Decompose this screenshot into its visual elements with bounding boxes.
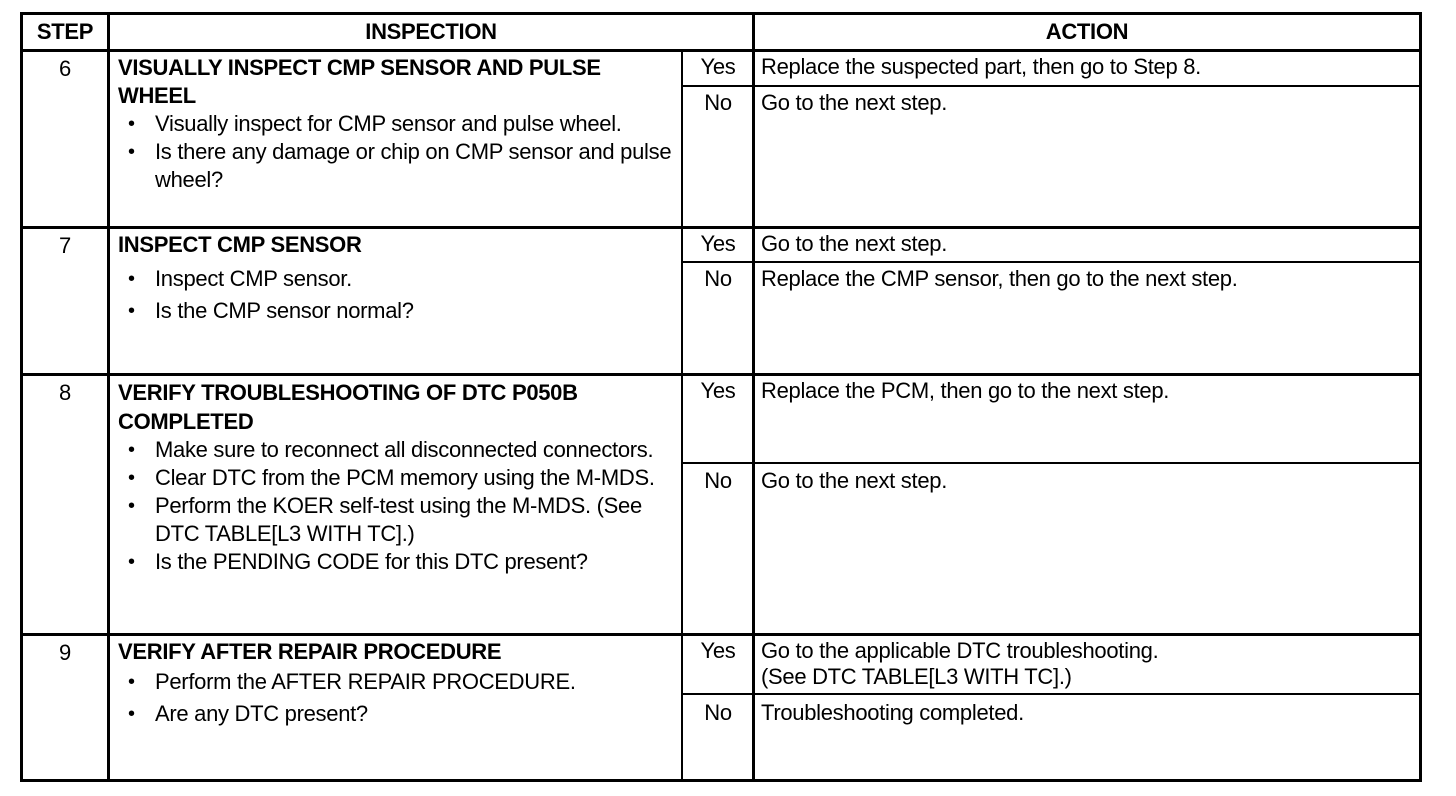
header-step: STEP (36, 19, 94, 44)
step-number: 9 (59, 640, 71, 665)
no-label: No (704, 468, 732, 493)
inspection-cell: VERIFY AFTER REPAIR PROCEDURE Perform th… (118, 638, 683, 730)
no-label: No (704, 266, 732, 291)
inspection-title: INSPECT CMP SENSOR (118, 232, 362, 257)
yes-action: Go to the applicable DTC troubleshooting… (761, 638, 1416, 690)
no-action: Replace the CMP sensor, then go to the n… (761, 266, 1238, 291)
inspection-title: VISUALLY INSPECT CMP SENSOR AND PULSE WH… (118, 55, 601, 108)
yes-action-line: Go to the applicable DTC troubleshooting… (761, 638, 1159, 663)
header-action: ACTION (1045, 19, 1129, 44)
step-row-8: 8 VERIFY TROUBLESHOOTING OF DTC P050B CO… (23, 376, 1419, 633)
inspection-cell: INSPECT CMP SENSOR Inspect CMP sensor. I… (118, 231, 683, 327)
no-label: No (704, 90, 732, 115)
inspection-bullet: Is the PENDING CODE for this DTC present… (118, 548, 668, 576)
yes-action: Replace the suspected part, then go to S… (761, 54, 1201, 79)
divider-yes-no-9 (681, 693, 1419, 695)
inspection-bullet: Visually inspect for CMP sensor and puls… (118, 110, 673, 138)
inspection-bullet: Inspect CMP sensor. (118, 263, 683, 295)
divider-row-9 (23, 633, 1419, 636)
yes-label: Yes (700, 638, 736, 663)
divider-step (107, 15, 110, 779)
divider-yes-no-7 (681, 261, 1419, 263)
yes-label: Yes (700, 231, 736, 256)
inspection-cell: VISUALLY INSPECT CMP SENSOR AND PULSE WH… (118, 54, 673, 194)
divider-yes-no-8 (681, 462, 1419, 464)
no-action: Troubleshooting completed. (761, 700, 1024, 725)
inspection-cell: VERIFY TROUBLESHOOTING OF DTC P050B COMP… (118, 378, 668, 576)
inspection-bullet: Clear DTC from the PCM memory using the … (118, 464, 668, 492)
yes-action: Replace the PCM, then go to the next ste… (761, 378, 1170, 403)
step-row-6: 6 VISUALLY INSPECT CMP SENSOR AND PULSE … (23, 52, 1419, 226)
yes-label: Yes (700, 378, 736, 403)
header-inspection: INSPECTION (365, 19, 497, 44)
inspection-bullet: Perform the KOER self-test using the M-M… (118, 492, 668, 548)
inspection-bullet: Are any DTC present? (118, 698, 683, 730)
divider-row-7 (23, 226, 1419, 229)
step-number: 7 (59, 233, 71, 258)
step-row-9: 9 VERIFY AFTER REPAIR PROCEDURE Perform … (23, 636, 1419, 780)
yes-label: Yes (700, 54, 736, 79)
table-header: STEP INSPECTION ACTION (23, 15, 1419, 52)
divider-row-8 (23, 373, 1419, 376)
yes-action: Go to the next step. (761, 231, 948, 256)
no-label: No (704, 700, 732, 725)
step-number: 6 (59, 56, 71, 81)
step-row-7: 7 INSPECT CMP SENSOR Inspect CMP sensor.… (23, 229, 1419, 373)
step-number: 8 (59, 380, 71, 405)
inspection-bullet: Perform the AFTER REPAIR PROCEDURE. (118, 666, 683, 698)
yes-action-line: (See DTC TABLE[L3 WITH TC].) (761, 664, 1072, 689)
dtc-troubleshooting-table: STEP INSPECTION ACTION 6 VISUALLY INSPEC… (20, 12, 1422, 782)
inspection-bullet: Is there any damage or chip on CMP senso… (118, 138, 673, 194)
divider-yes-no-6 (681, 85, 1419, 87)
inspection-bullet: Make sure to reconnect all disconnected … (118, 436, 668, 464)
no-action: Go to the next step. (761, 90, 948, 115)
no-action: Go to the next step. (761, 468, 948, 493)
inspection-title: VERIFY AFTER REPAIR PROCEDURE (118, 639, 502, 664)
divider-inspection (752, 15, 755, 779)
inspection-bullet: Is the CMP sensor normal? (118, 295, 683, 327)
divider-yesno (681, 49, 683, 780)
inspection-title: VERIFY TROUBLESHOOTING OF DTC P050B COMP… (118, 380, 578, 434)
